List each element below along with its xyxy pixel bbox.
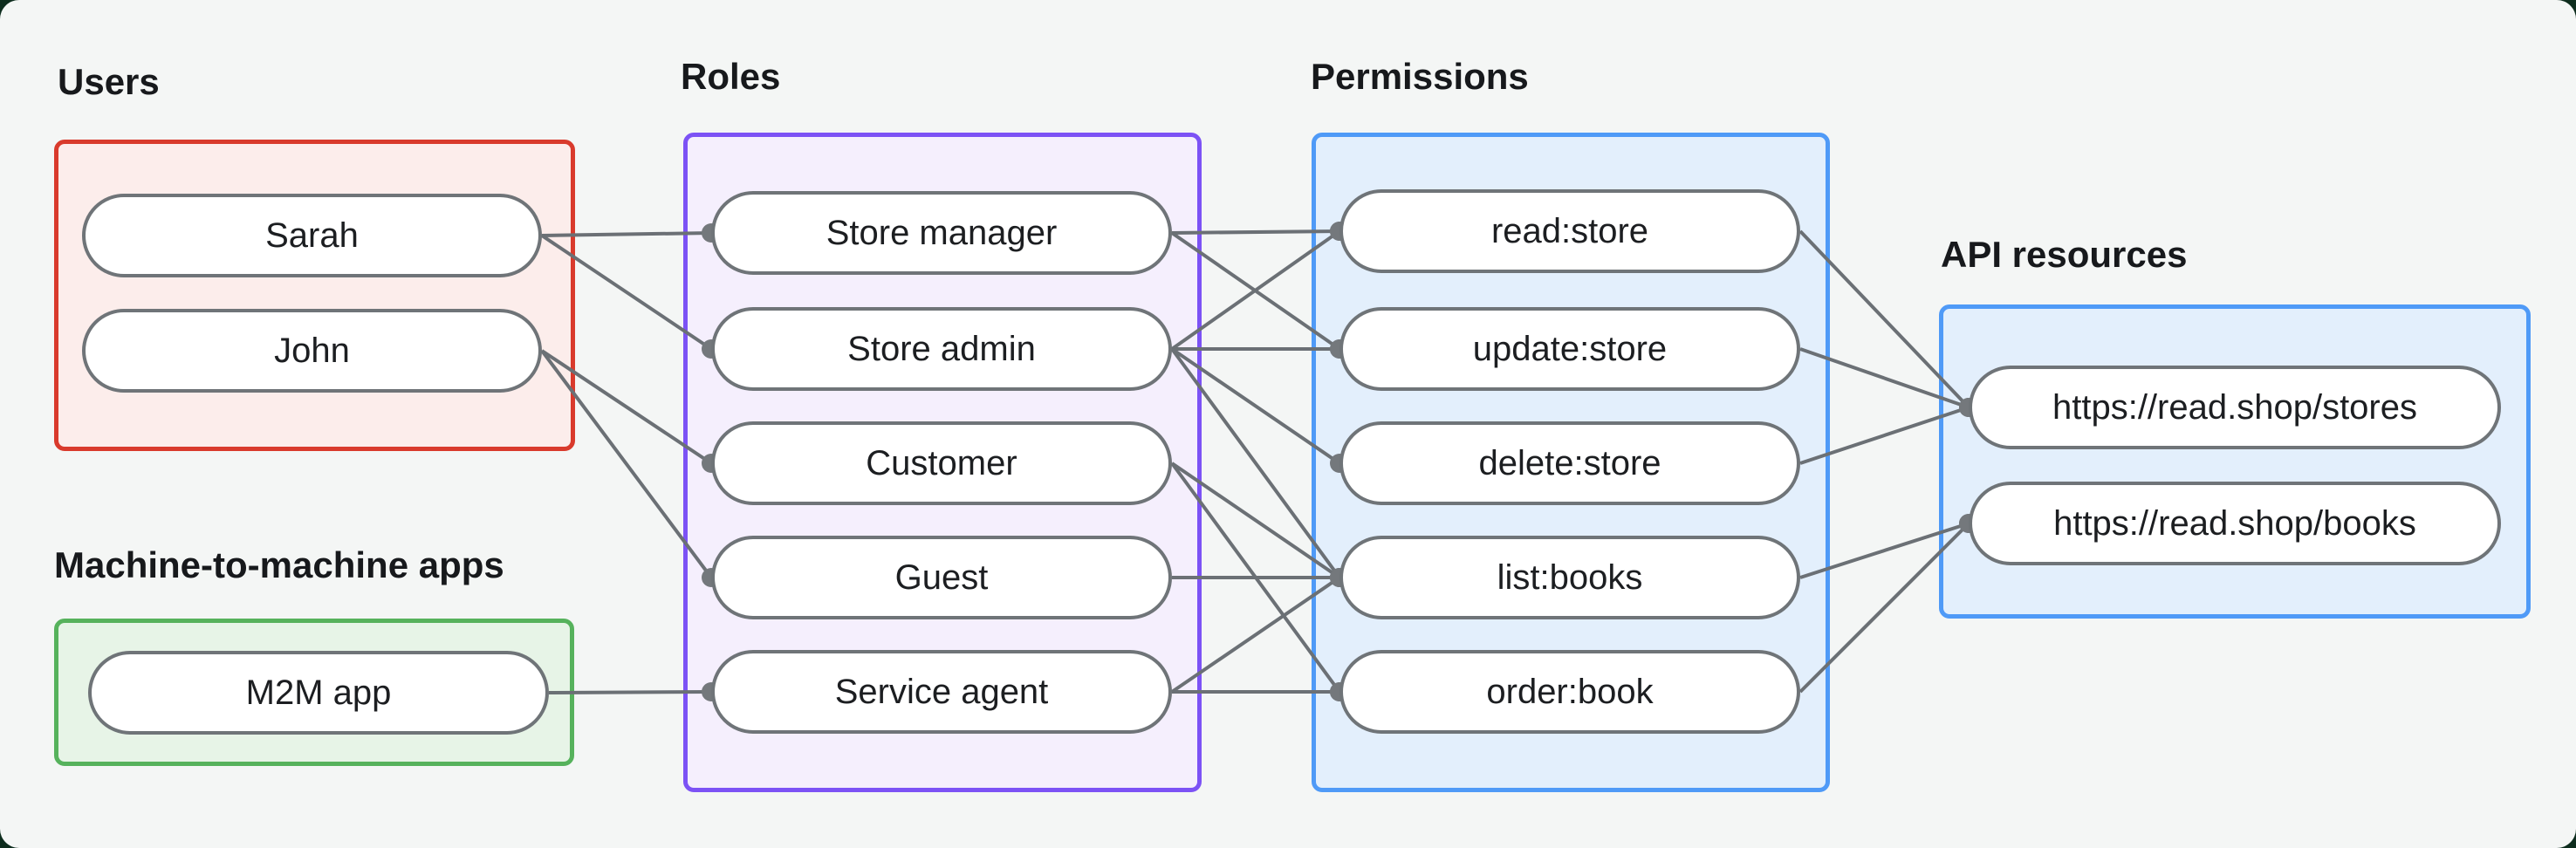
group-label-users: Users [58,61,160,102]
edge-store-admin-to-list-books [1170,347,1341,579]
node-service-agent: Service agent [711,650,1172,734]
node-read-store: read:store [1339,189,1800,273]
node-customer: Customer [711,421,1172,505]
group-box-users [54,140,575,451]
group-label-roles: Roles [681,56,781,97]
edge-john-to-guest [540,349,713,579]
edge-john-to-customer [540,349,713,465]
edge-m2m-app-to-service-agent [548,690,712,694]
node-store-manager: Store manager [711,191,1172,275]
edge-read-store-to-stores-api [1798,229,1970,409]
edge-delete-store-to-stores-api [1799,406,1970,465]
node-m2m-app: M2M app [88,651,549,735]
edge-service-agent-to-list-books [1170,576,1341,694]
node-guest: Guest [711,536,1172,619]
node-sarah: Sarah [82,194,542,277]
edge-customer-to-list-books [1170,462,1341,579]
group-label-permissions: Permissions [1311,56,1529,97]
edge-store-manager-to-read-store [1171,229,1340,235]
group-label-m2m: Machine-to-machine apps [54,544,504,585]
edge-sarah-to-store-admin [540,234,713,351]
edge-sarah-to-store-manager [541,231,712,237]
node-john: John [82,309,542,393]
edge-list-books-to-books-api [1799,522,1970,579]
node-update-store: update:store [1339,307,1800,391]
edge-store-admin-to-delete-store [1170,347,1341,465]
edge-order-book-to-books-api [1798,522,1970,694]
node-delete-store: delete:store [1339,421,1800,505]
node-stores-api: https://read.shop/stores [1969,366,2501,449]
group-box-api [1939,304,2531,619]
node-list-books: list:books [1339,536,1800,619]
edge-store-admin-to-read-store [1170,229,1341,351]
node-order-book: order:book [1339,650,1800,734]
group-label-api: API resources [1941,234,2188,275]
edge-update-store-to-stores-api [1799,347,1970,409]
node-books-api: https://read.shop/books [1969,482,2501,565]
node-store-admin: Store admin [711,307,1172,391]
